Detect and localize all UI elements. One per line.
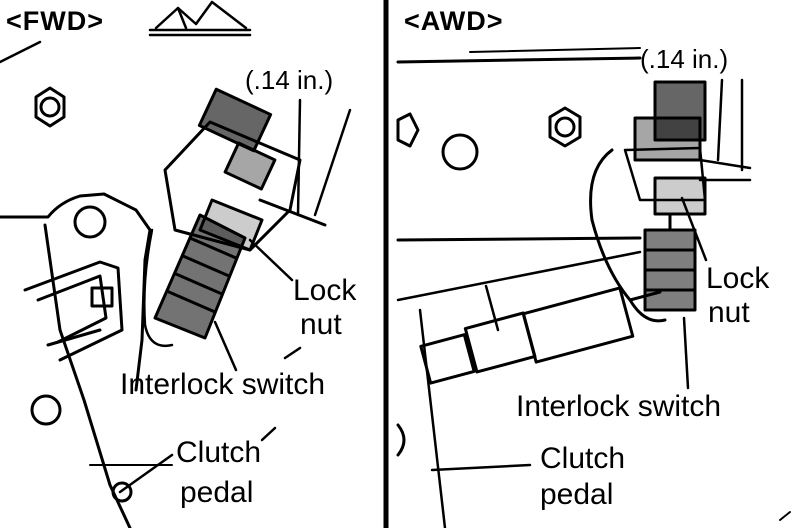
awd-interlock-switch-body [643, 228, 697, 312]
fwd-lock-nut [198, 198, 264, 252]
fwd-pivot-hole [73, 205, 107, 239]
fwd-pedal-leader [118, 453, 174, 494]
awd-measurement-label: (.14 in.) [640, 44, 729, 74]
fwd-heading: <FWD> [6, 6, 105, 36]
awd-hex-nut [548, 106, 582, 148]
awd-switch-head [633, 80, 707, 162]
fwd-panel-drawing [0, 0, 352, 528]
fwd-clutch-label: Clutch [176, 436, 262, 469]
fwd-lock-label: Lock [293, 274, 357, 307]
fwd-interlock-switch-body [153, 213, 247, 340]
awd-switch-bracket [589, 148, 667, 323]
fwd-measurement-label: (.14 in.) [245, 65, 334, 95]
fwd-lock-nut-leader [248, 238, 294, 282]
fwd-pedal-bracket [0, 192, 152, 528]
fwd-clevis-bracket [23, 260, 124, 362]
awd-pedal-label: pedal [540, 478, 614, 511]
awd-lock-label: Lock [706, 262, 770, 295]
awd-lock-nut [653, 176, 707, 216]
fwd-hex-nut [34, 86, 66, 128]
awd-heading: <AWD> [404, 6, 504, 36]
fwd-switch-head [197, 87, 277, 191]
awd-switch-leader [682, 316, 690, 390]
awd-lock-nut-leader [680, 196, 708, 262]
awd-pedal-leader [430, 463, 532, 472]
awd-clutch-rod [419, 286, 662, 385]
fwd-interlock-switch-label: Interlock switch [120, 368, 326, 401]
awd-clutch-label: Clutch [540, 442, 626, 475]
front-direction-icon [148, 0, 252, 37]
fwd-pedal-label: pedal [180, 476, 254, 509]
awd-interlock-switch-label: Interlock switch [516, 390, 722, 423]
fwd-nut-label: nut [300, 308, 342, 341]
fwd-switch-leader [213, 320, 238, 372]
awd-panel-drawing [396, 47, 791, 528]
awd-measurement-leader [716, 78, 724, 162]
awd-nut-label: nut [708, 296, 750, 329]
fwd-measurement-leader [296, 98, 302, 217]
